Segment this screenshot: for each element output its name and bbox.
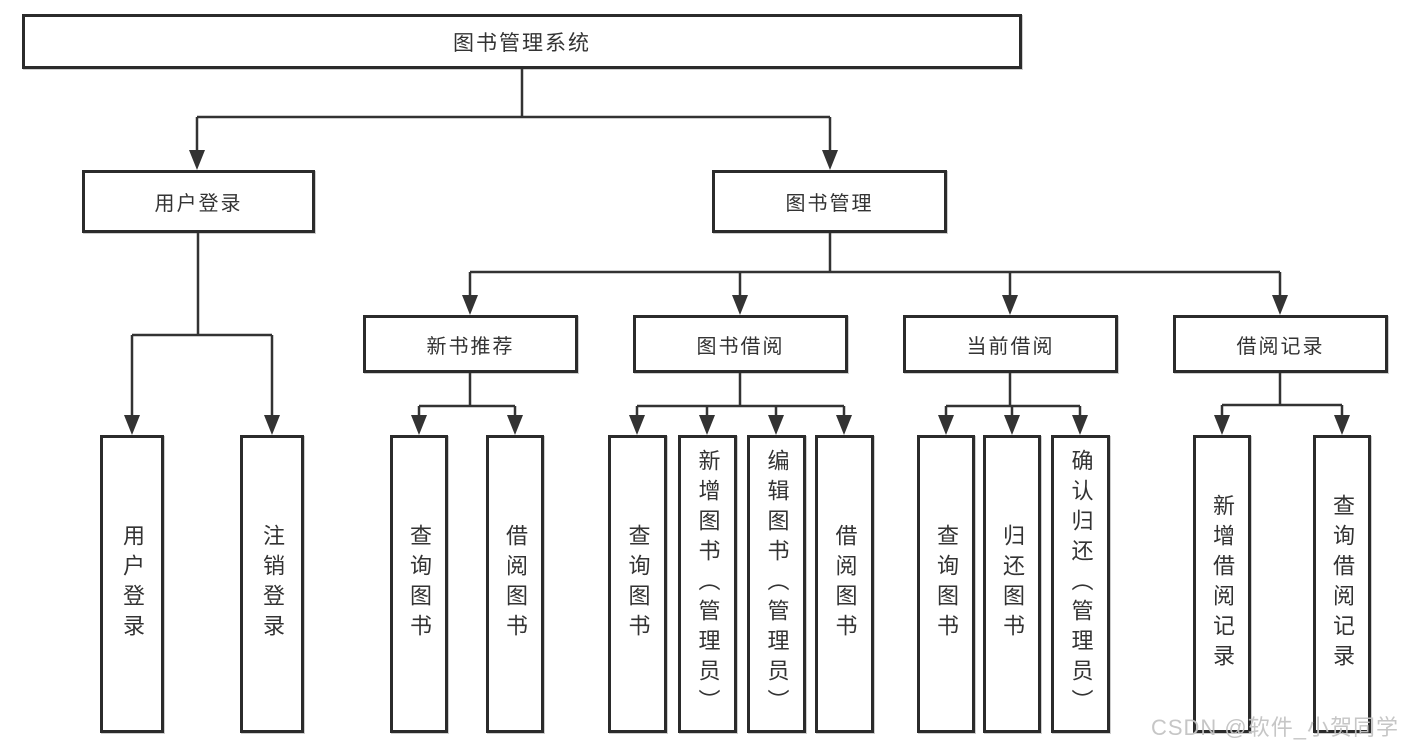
leaf-add-borrow-record: 新增借阅记录 [1193,435,1251,733]
leaf-label: 借阅图书 [832,524,858,644]
node-label: 图书借阅 [696,335,785,358]
leaf-query-books-borrow: 查询图书 [608,435,667,733]
leaf-add-book-admin: 新增图书（管理员） [678,435,737,733]
leaf-query-books-current: 查询图书 [917,435,975,733]
leaf-label: 注销登录 [260,524,285,644]
leaf-label: 新增借阅记录 [1210,494,1235,674]
leaf-borrow-books: 借阅图书 [815,435,874,733]
leaf-label: 查询图书 [625,524,651,644]
node-current-borrowing: 当前借阅 [903,315,1118,373]
leaf-logout: 注销登录 [240,435,304,733]
node-label: 图书管理系统 [453,31,591,55]
leaf-label: 编辑图书（管理员） [764,449,790,719]
node-label: 图书管理 [785,193,874,215]
leaf-user-login: 用户登录 [100,435,164,733]
leaf-label: 确认归还（管理员） [1068,449,1094,719]
node-label: 借阅记录 [1236,335,1325,358]
node-label: 当前借阅 [966,335,1055,358]
leaf-label: 借阅图书 [503,524,528,644]
leaf-label: 新增图书（管理员） [695,449,721,719]
node-label: 新书推荐 [426,335,515,358]
leaf-label: 查询图书 [934,524,959,644]
leaf-query-books-recommend: 查询图书 [390,435,448,733]
leaf-label: 查询借阅记录 [1330,494,1355,674]
watermark-text: CSDN @软件_小贺同学 [1150,715,1399,740]
node-borrowing-records: 借阅记录 [1173,315,1388,373]
leaf-confirm-return-admin: 确认归还（管理员） [1051,435,1110,733]
leaf-query-borrow-record: 查询借阅记录 [1313,435,1371,733]
node-book-borrowing: 图书借阅 [633,315,848,373]
node-library-management-system: 图书管理系统 [22,14,1022,69]
node-label: 用户登录 [154,193,243,215]
leaf-borrow-books-recommend: 借阅图书 [486,435,544,733]
leaf-label: 归还图书 [1000,524,1025,644]
leaf-edit-book-admin: 编辑图书（管理员） [747,435,806,733]
leaf-label: 用户登录 [120,524,145,644]
node-book-management: 图书管理 [712,170,947,233]
node-user-login: 用户登录 [82,170,315,233]
leaf-label: 查询图书 [407,524,432,644]
leaf-return-books: 归还图书 [983,435,1041,733]
node-new-book-recommendation: 新书推荐 [363,315,578,373]
